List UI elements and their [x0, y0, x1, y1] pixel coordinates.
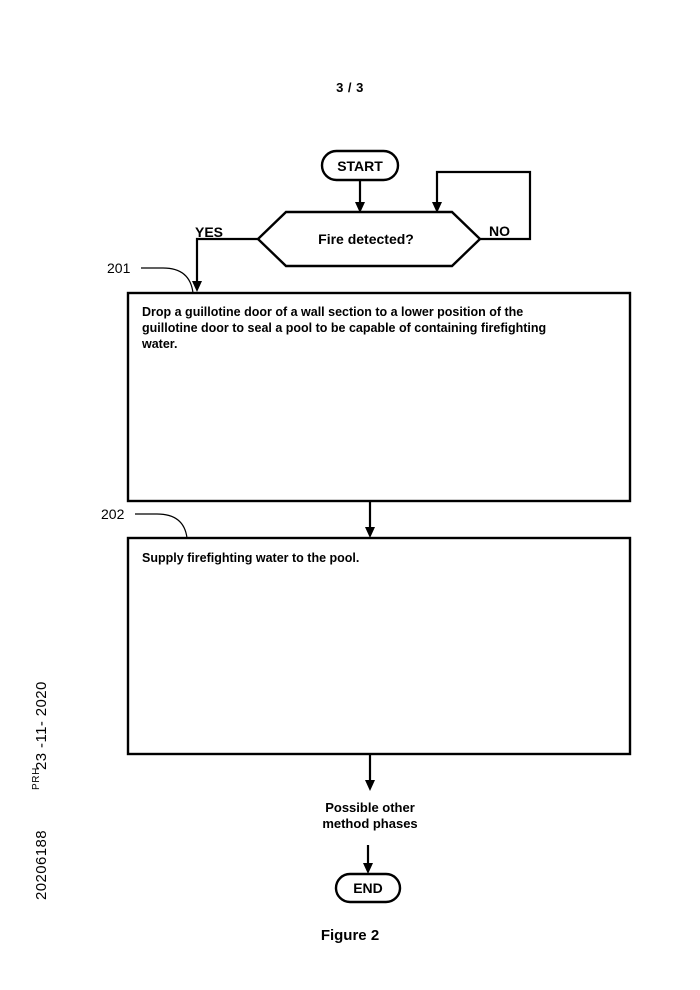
other-phases-line-1: Possible other [325, 800, 415, 815]
step-201-text-line-2: guillotine door to seal a pool to be cap… [142, 321, 546, 335]
step-201-box [126, 291, 632, 503]
step-202-box [126, 536, 632, 756]
branch-no: NO [432, 170, 532, 241]
step-202-text-line-1: Supply firefighting water to the pool. [142, 551, 359, 565]
connector-start-to-decision [355, 180, 365, 213]
node-step-201: Drop a guillotine door of a wall section… [126, 291, 632, 503]
node-other-phases: Possible other method phases [322, 800, 417, 831]
reference-numeral-201: 201 [107, 260, 194, 294]
reference-numeral-202: 202 [101, 506, 188, 539]
node-end: END [334, 872, 402, 904]
other-phases-line-2: method phases [322, 816, 417, 831]
node-step-202: Supply firefighting water to the pool. [126, 536, 632, 756]
connector-202-to-other-phases [365, 754, 375, 791]
arrow-head-icon [192, 281, 202, 292]
arrow-head-icon [365, 780, 375, 791]
arrow-head-icon [363, 863, 373, 874]
node-start: START [320, 149, 400, 182]
branch-no-label: NO [489, 223, 510, 239]
branch-yes: YES [192, 224, 258, 292]
branch-yes-label: YES [195, 224, 223, 240]
page-number: 3 / 3 [336, 80, 364, 95]
end-shape [334, 872, 402, 904]
decision-label: Fire detected? [318, 231, 414, 247]
node-decision: Fire detected? [256, 210, 482, 268]
ref-201-label: 201 [107, 260, 131, 276]
step-201-text-line-1: Drop a guillotine door of a wall section… [142, 305, 523, 319]
figure-caption: Figure 2 [320, 927, 380, 944]
arrow-head-icon [355, 202, 365, 213]
arrow-head-icon [432, 202, 442, 213]
ref-202-label: 202 [101, 506, 125, 522]
connector-201-to-202 [365, 501, 375, 538]
end-label: END [353, 880, 383, 896]
start-label: START [337, 158, 383, 174]
connector-other-phases-to-end [363, 845, 373, 874]
arrow-head-icon [365, 527, 375, 538]
step-201-text-line-3: water. [141, 337, 177, 351]
